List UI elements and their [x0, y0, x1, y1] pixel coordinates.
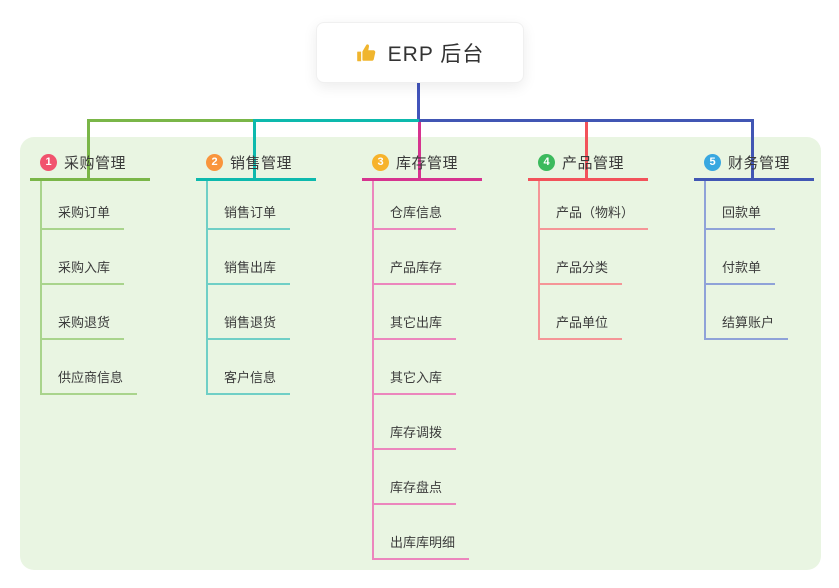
- branch-finance-title: 财务管理: [728, 154, 791, 172]
- badge-1: 1: [40, 153, 57, 171]
- root-node-erp[interactable]: ERP 后台: [316, 22, 524, 83]
- root-node-label: ERP 后台: [387, 42, 485, 66]
- connector-drop-product: [585, 122, 588, 181]
- connector-drop-finance: [751, 119, 754, 181]
- connector-drop-purchase: [87, 119, 90, 181]
- thumbs-up-icon: [356, 42, 378, 64]
- branch-finance-header[interactable]: 5 财务管理: [694, 146, 814, 178]
- connector-root-drop: [417, 81, 420, 122]
- branch-inventory: 3 库存管理 仓库信息 产品库存 其它出库 其它入库 库存调拨 库存盘点 出库库…: [362, 146, 492, 560]
- branch-purchase: 1 采购管理 采购订单 采购入库 采购退货 供应商信息: [30, 146, 160, 395]
- branch-inventory-header[interactable]: 3 库存管理: [362, 146, 482, 178]
- branch-sales-title: 销售管理: [230, 154, 293, 172]
- connector-horizontal-teal: [253, 119, 419, 122]
- badge-5: 5: [704, 153, 721, 171]
- branch-product-header[interactable]: 4 产品管理: [528, 146, 648, 178]
- connector-horizontal-green: [87, 119, 256, 122]
- badge-4: 4: [538, 153, 555, 171]
- connector-drop-inventory: [418, 122, 421, 181]
- branch-sales: 2 销售管理 销售订单 销售出库 销售退货 客户信息: [196, 146, 326, 395]
- branch-purchase-header[interactable]: 1 采购管理: [30, 146, 150, 178]
- branch-product-title: 产品管理: [562, 154, 625, 172]
- connector-drop-sales: [253, 119, 256, 181]
- badge-3: 3: [372, 153, 389, 171]
- connector-horizontal-indigo: [419, 119, 754, 122]
- badge-2: 2: [206, 153, 223, 171]
- branch-sales-header[interactable]: 2 销售管理: [196, 146, 316, 178]
- branch-purchase-title: 采购管理: [64, 154, 127, 172]
- branch-inventory-title: 库存管理: [396, 154, 459, 172]
- branch-finance: 5 财务管理 回款单 付款单 结算账户: [694, 146, 824, 340]
- branch-product: 4 产品管理 产品（物料） 产品分类 产品单位: [528, 146, 658, 340]
- mindmap-panel: [20, 137, 821, 570]
